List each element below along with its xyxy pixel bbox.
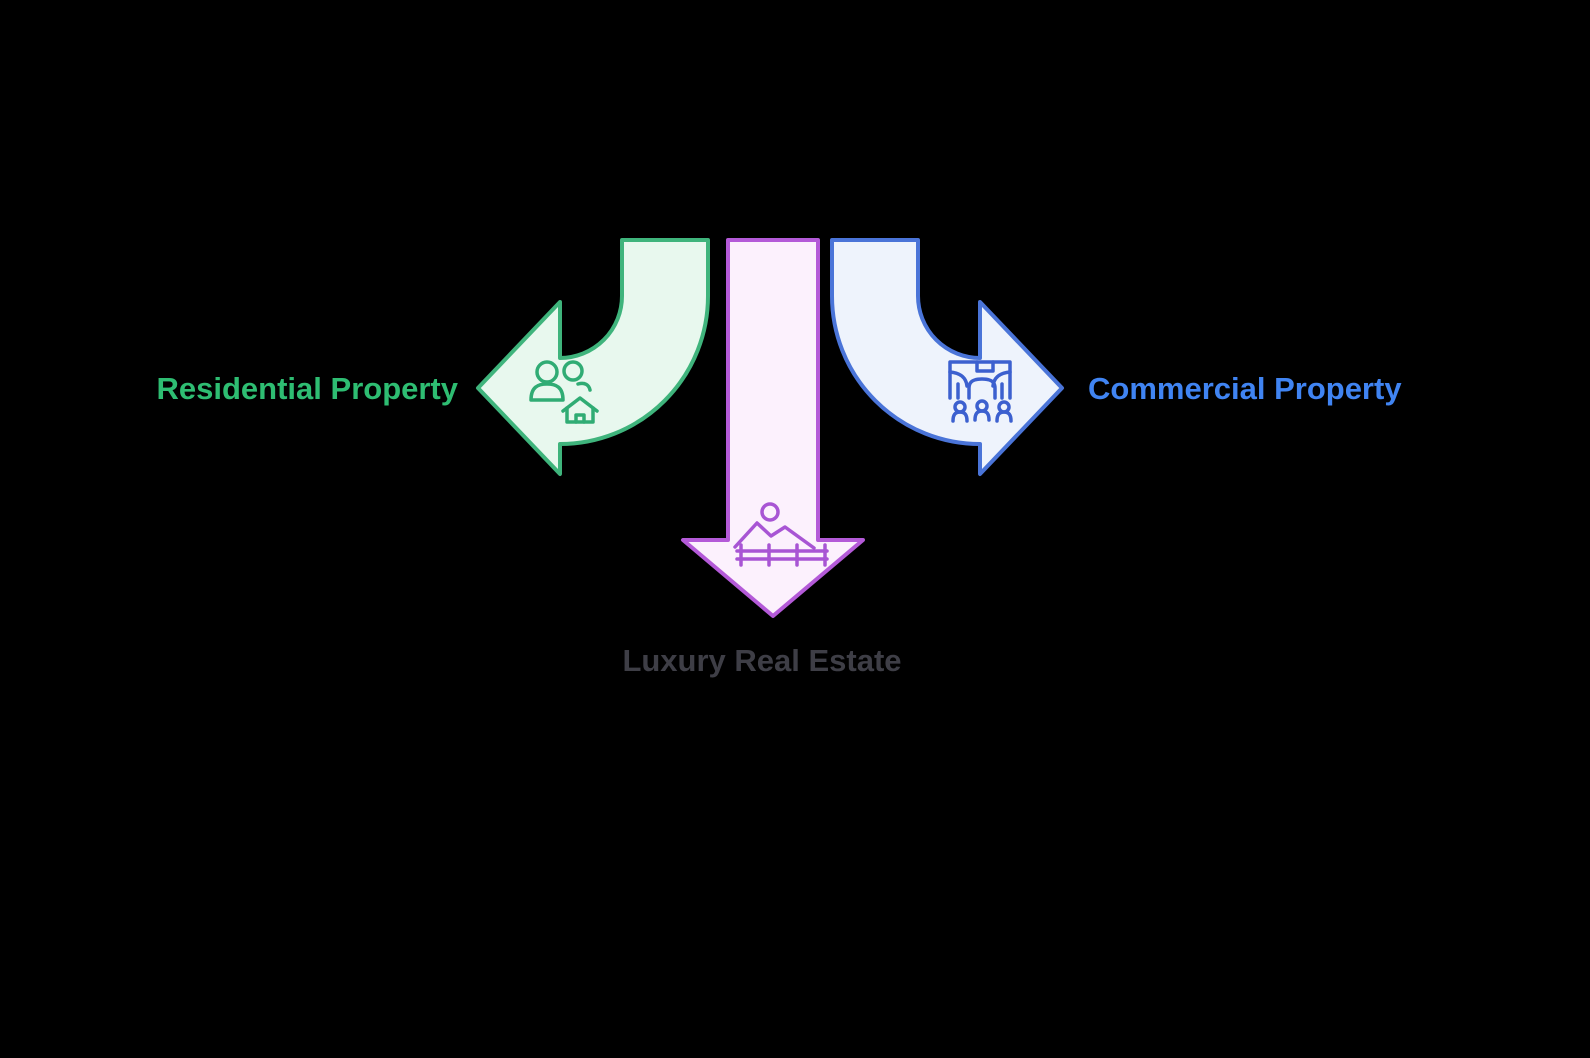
- office-building-people-icon: [948, 360, 1013, 423]
- family-home-icon: [529, 360, 599, 424]
- residential-branch: Residential Property: [157, 238, 710, 476]
- estate-landscape-icon: [733, 502, 829, 567]
- commercial-arrow: [830, 238, 1064, 476]
- residential-label: Residential Property: [157, 371, 459, 406]
- commercial-branch: Commercial Property: [830, 238, 1402, 476]
- commercial-label: Commercial Property: [1088, 371, 1402, 406]
- residential-arrow: [476, 238, 710, 476]
- luxury-label: Luxury Real Estate: [622, 643, 901, 678]
- luxury-arrow: [681, 238, 865, 618]
- luxury-branch: Luxury Real Estate: [622, 238, 902, 678]
